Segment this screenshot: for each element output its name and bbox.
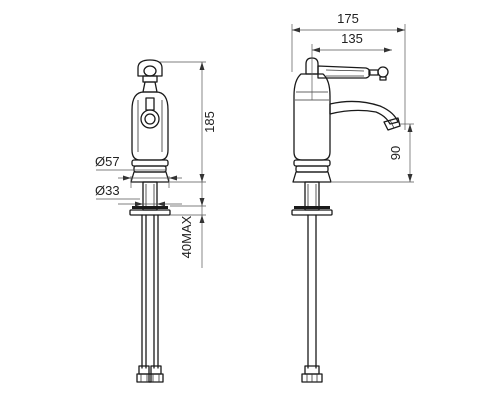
max-thickness-label: 40MAX: [179, 215, 194, 258]
front-hoses: [136, 214, 164, 383]
spout-height-dimension: 90: [332, 123, 414, 183]
side-hose: [301, 214, 323, 383]
front-view: 185 40MAX Ø57 Ø33: [95, 59, 217, 383]
base-diameter-label: Ø57: [95, 154, 120, 169]
spout-height-label: 90: [388, 146, 403, 160]
front-faucet-body: [130, 91, 170, 183]
hole-diameter-label: Ø33: [95, 183, 120, 198]
front-handle-knob: [137, 59, 163, 93]
side-shank: [291, 181, 333, 216]
height-dimension: 185: [160, 61, 217, 183]
side-view: 175 135 90: [291, 11, 414, 383]
side-spout: [329, 100, 401, 131]
height-label: 185: [202, 111, 217, 133]
base-diameter-dimension: Ø57: [95, 154, 182, 188]
reach-label: 135: [341, 31, 363, 46]
hole-diameter-dimension: Ø33: [95, 183, 182, 207]
max-thickness-dimension: 40MAX: [170, 182, 206, 268]
side-lever-handle: [305, 57, 389, 81]
reach-dimension: 135: [311, 31, 392, 100]
overall-width-dimension: 175: [291, 11, 406, 130]
front-shank: [129, 181, 171, 216]
overall-width-label: 175: [337, 11, 359, 26]
front-spout-outlet: [140, 97, 160, 129]
